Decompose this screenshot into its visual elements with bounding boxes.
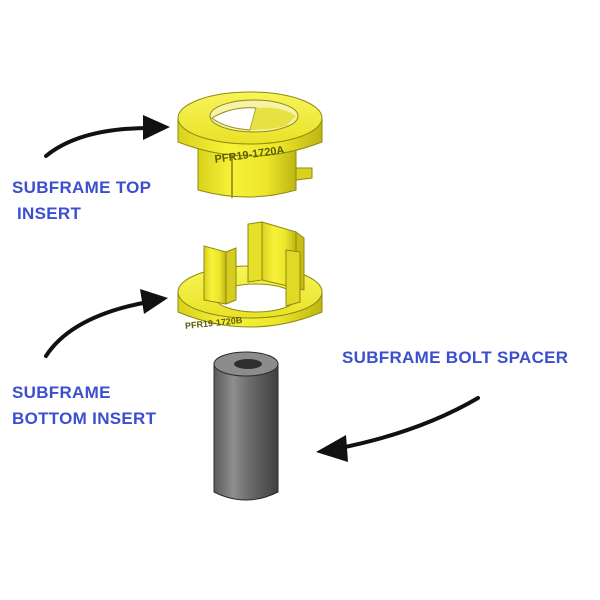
curved-arrow-icon <box>44 115 170 158</box>
top-insert-label: SUBFRAME TOP INSERT <box>12 175 151 227</box>
bottom-insert-label-line-1: SUBFRAME <box>12 383 111 402</box>
subframe-bolt-spacer <box>213 351 279 501</box>
subframe-top-insert: PFR19-1720A <box>177 91 323 198</box>
bolt-spacer-label: SUBFRAME BOLT SPACER <box>342 348 569 367</box>
top-insert-label-line-1: SUBFRAME TOP <box>12 178 152 197</box>
bottom-insert-label-line-2: BOTTOM INSERT <box>12 409 157 428</box>
curved-arrow-icon <box>316 396 480 462</box>
bottom-insert-label: SUBFRAME BOTTOM INSERT <box>12 380 156 432</box>
subframe-bottom-insert: PFR19-1720B <box>177 221 323 331</box>
curved-arrow-icon <box>44 289 168 358</box>
top-insert-label-line-2: INSERT <box>12 204 82 223</box>
